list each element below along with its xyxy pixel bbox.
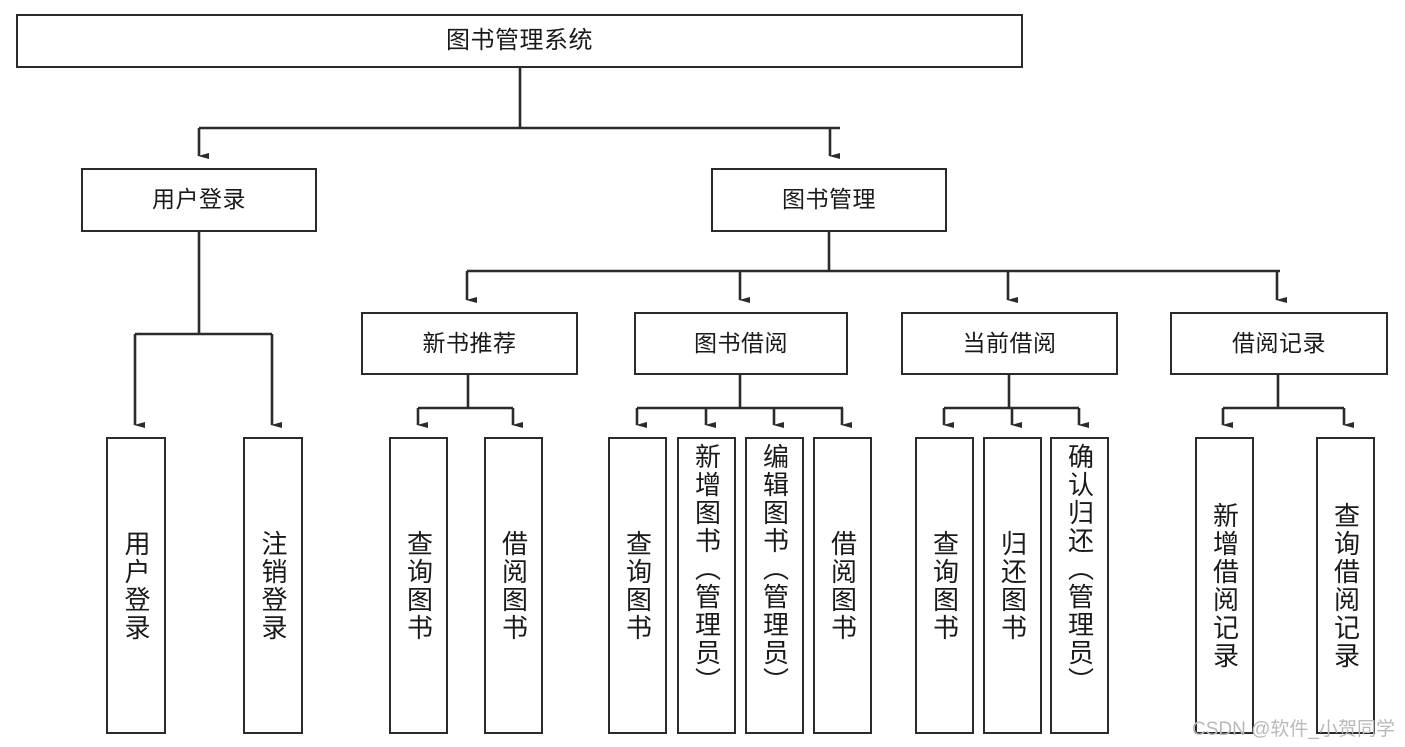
node-book-borrow-label: 图书借阅 (694, 329, 788, 356)
node-book-management[interactable]: 图书管理 (711, 168, 947, 232)
leaf-user-login-logout[interactable]: 注销登录 (243, 437, 303, 734)
node-current-borrow-label: 当前借阅 (962, 329, 1057, 356)
leaf-user-login-logout-label: 注销登录 (258, 529, 288, 642)
leaf-records-add-record-label: 新增借阅记录 (1209, 501, 1240, 670)
leaf-user-login-login[interactable]: 用户登录 (106, 437, 166, 734)
leaf-new-book-borrow-label: 借阅图书 (498, 529, 529, 642)
node-user-login-label: 用户登录 (152, 186, 246, 213)
node-book-management-label: 图书管理 (782, 186, 876, 213)
leaf-borrow-edit-book[interactable]: 编辑图书（管理员） (745, 437, 804, 734)
node-borrow-records-label: 借阅记录 (1232, 329, 1326, 356)
leaf-new-book-query[interactable]: 查询图书 (389, 437, 448, 734)
leaf-current-confirm-return-label: 确认归还（管理员） (1064, 443, 1095, 695)
leaf-records-add-record[interactable]: 新增借阅记录 (1195, 437, 1254, 734)
leaf-current-return-book[interactable]: 归还图书 (983, 437, 1042, 734)
leaf-records-query-record[interactable]: 查询借阅记录 (1316, 437, 1375, 734)
leaf-borrow-add-book-label: 新增图书（管理员） (691, 443, 722, 695)
leaf-borrow-edit-book-label: 编辑图书（管理员） (759, 443, 790, 695)
leaf-current-query-book[interactable]: 查询图书 (915, 437, 974, 734)
node-user-login[interactable]: 用户登录 (81, 168, 317, 232)
node-root-label: 图书管理系统 (446, 26, 593, 54)
node-book-borrow[interactable]: 图书借阅 (634, 312, 848, 375)
leaf-current-query-book-label: 查询图书 (929, 529, 960, 642)
leaf-current-return-book-label: 归还图书 (997, 529, 1028, 642)
node-root[interactable]: 图书管理系统 (16, 14, 1023, 68)
leaf-new-book-borrow[interactable]: 借阅图书 (484, 437, 543, 734)
leaf-borrow-query-book-label: 查询图书 (622, 529, 653, 642)
leaf-user-login-login-label: 用户登录 (121, 529, 151, 642)
leaf-current-confirm-return[interactable]: 确认归还（管理员） (1050, 437, 1109, 734)
leaf-borrow-borrow-book[interactable]: 借阅图书 (813, 437, 872, 734)
node-new-book-recommend-label: 新书推荐 (422, 329, 517, 356)
node-new-book-recommend[interactable]: 新书推荐 (361, 312, 578, 375)
watermark: CSDN @软件_小贺同学 (1192, 719, 1395, 740)
node-current-borrow[interactable]: 当前借阅 (901, 312, 1118, 375)
leaf-records-query-record-label: 查询借阅记录 (1330, 501, 1361, 670)
leaf-borrow-query-book[interactable]: 查询图书 (608, 437, 667, 734)
node-borrow-records[interactable]: 借阅记录 (1170, 312, 1388, 375)
leaf-borrow-add-book[interactable]: 新增图书（管理员） (677, 437, 736, 734)
leaf-borrow-borrow-book-label: 借阅图书 (827, 529, 858, 642)
leaf-new-book-query-label: 查询图书 (403, 529, 434, 642)
